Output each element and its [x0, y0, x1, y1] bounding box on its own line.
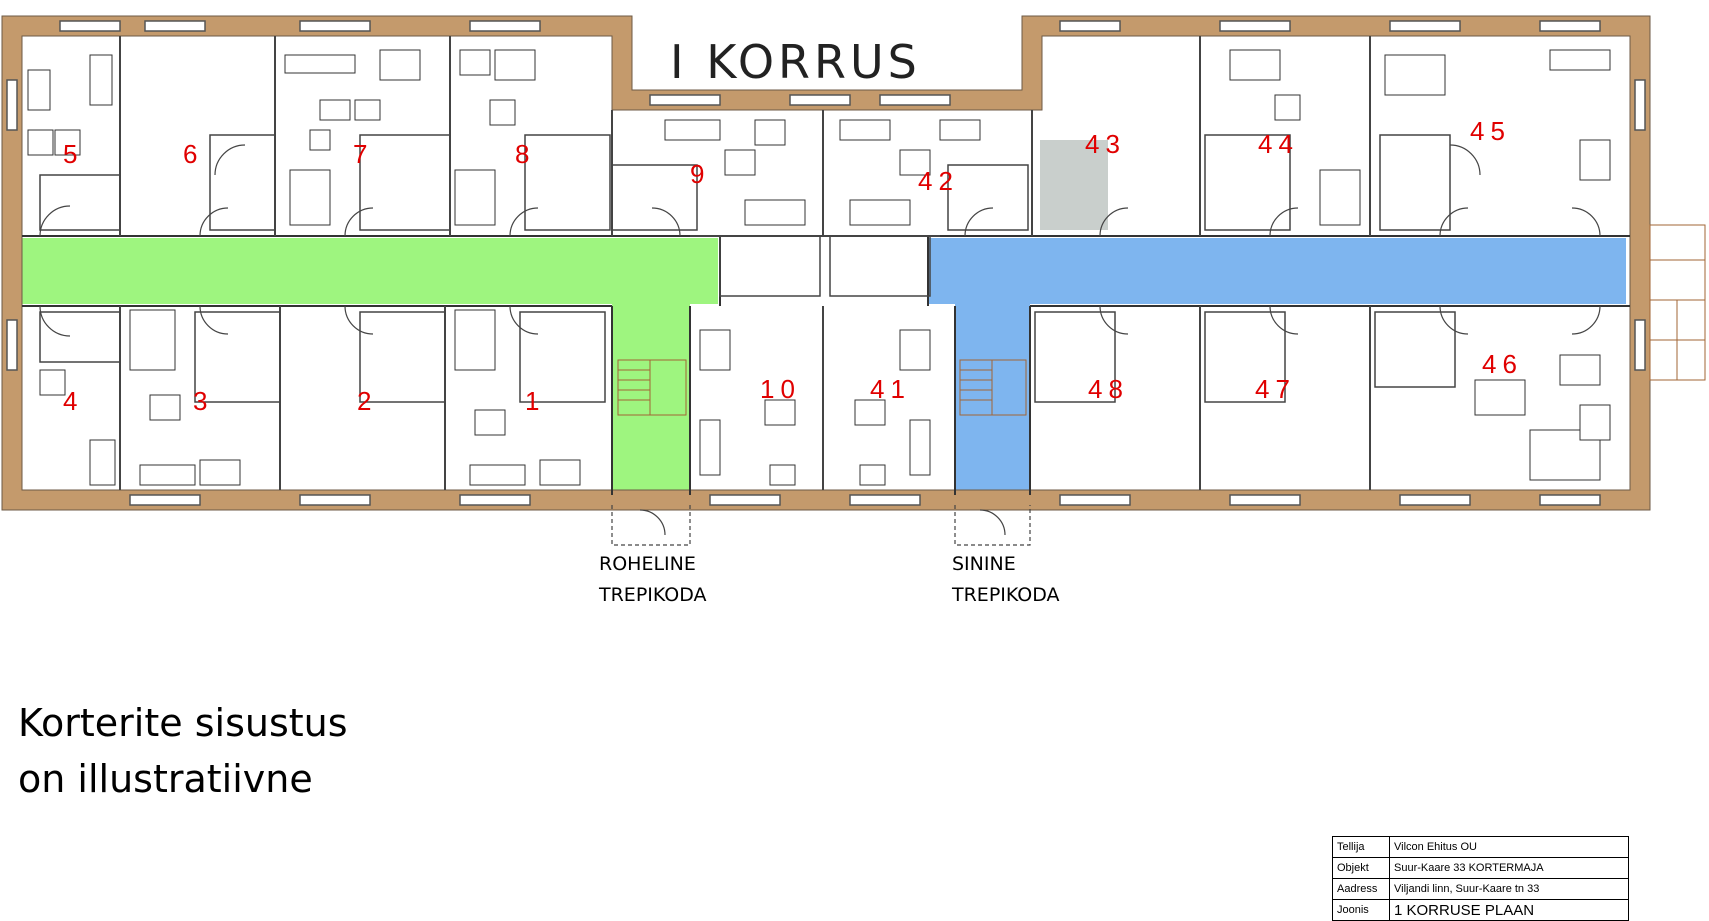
apartment-numbers: 1 2 3 4 5 6 7 8 9 10 41 42 43 44 45 46 4…	[63, 116, 1523, 416]
bathrooms	[39, 134, 1456, 403]
apartment-number: 41	[870, 374, 911, 404]
green-staircase-label-line1: ROHELINE	[599, 553, 696, 575]
title-block-label: Objekt	[1332, 857, 1390, 879]
entrances	[611, 505, 1031, 546]
apartment-number: 2	[357, 386, 371, 416]
blue-staircase-label-line1: SININE	[952, 553, 1016, 575]
windows	[6, 20, 1646, 506]
green-staircase-area	[22, 238, 718, 495]
apartment-number: 4	[63, 386, 77, 416]
apartment-number: 3	[193, 386, 207, 416]
apartment-number: 48	[1088, 374, 1129, 404]
furniture	[27, 49, 1611, 486]
apartment-number: 46	[1482, 349, 1523, 379]
title-block-row: Aadress Viljandi linn, Suur-Kaare tn 33	[1332, 878, 1629, 900]
title-block: Tellija Vilcon Ehitus OU Objekt Suur-Kaa…	[1332, 836, 1629, 921]
apartment-number: 5	[63, 139, 77, 169]
note-line-1: Korterite sisustus	[18, 701, 348, 745]
title-block-value: Suur-Kaare 33 KORTERMAJA	[1389, 857, 1629, 879]
apartment-number: 47	[1255, 374, 1296, 404]
title-block-label: Tellija	[1332, 836, 1390, 858]
title-block-value: Viljandi linn, Suur-Kaare tn 33	[1389, 878, 1629, 900]
green-stairs	[617, 359, 687, 416]
furnishing-note: Korterite sisustus on illustratiivne	[18, 695, 348, 807]
outer-walls	[2, 16, 1650, 510]
doors	[39, 144, 1601, 337]
green-staircase-label-line2: TREPIKODA	[598, 584, 707, 606]
apartment-number: 45	[1470, 116, 1511, 146]
floor-title: I KORRUS	[670, 35, 921, 89]
title-block-row: Objekt Suur-Kaare 33 KORTERMAJA	[1332, 857, 1629, 879]
apartment-number: 7	[353, 139, 367, 169]
apartment-number: 1	[525, 386, 539, 416]
apartment-number: 9	[690, 159, 704, 189]
title-block-row: Joonis 1 KORRUSE PLAAN	[1332, 899, 1629, 921]
title-block-label: Aadress	[1332, 878, 1390, 900]
unit-43-grey-area	[1040, 140, 1108, 230]
blue-staircase-label-line2: TREPIKODA	[951, 584, 1060, 606]
note-line-2: on illustratiivne	[18, 757, 313, 801]
outdoor-stair	[1649, 224, 1706, 381]
title-block-value: 1 KORRUSE PLAAN	[1389, 899, 1629, 921]
blue-stairs	[959, 359, 1027, 416]
apartment-number: 8	[515, 139, 529, 169]
apartment-number: 6	[183, 139, 197, 169]
title-block-value: Vilcon Ehitus OU	[1389, 836, 1629, 858]
blue-staircase-area	[928, 238, 1626, 495]
apartment-number: 10	[760, 374, 801, 404]
title-block-row: Tellija Vilcon Ehitus OU	[1332, 836, 1629, 858]
apartment-number: 44	[1258, 129, 1299, 159]
title-block-label: Joonis	[1332, 899, 1390, 921]
apartment-number: 42	[918, 166, 959, 196]
apartment-number: 43	[1085, 129, 1126, 159]
